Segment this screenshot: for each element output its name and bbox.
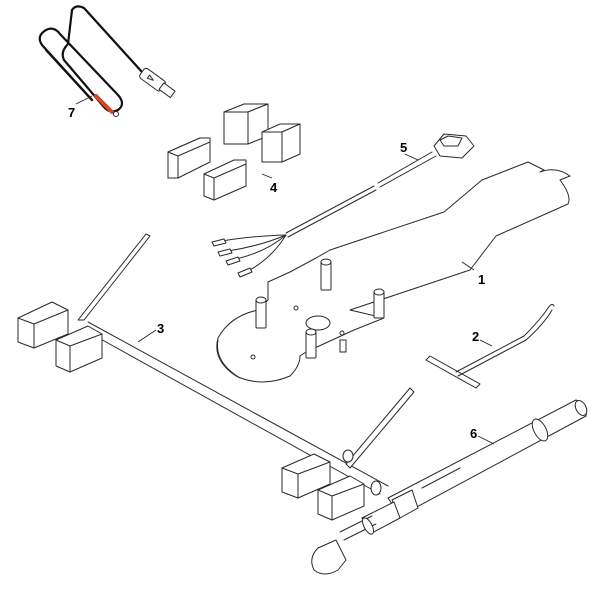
usb-cable-part[interactable] [38,5,177,117]
wire-harness-part[interactable] [211,133,475,278]
part-label-1[interactable]: 1 [478,272,486,287]
part-label-3[interactable]: 3 [157,321,165,336]
part-label-7[interactable]: 7 [68,105,76,120]
leader-line-6 [477,435,495,445]
t-handle-hook-part[interactable] [425,303,555,389]
leader-line-5 [404,153,419,161]
fork-plate-part[interactable] [216,161,571,383]
leader-line-7 [75,95,93,105]
leader-line-1 [461,261,475,271]
part-label-6[interactable]: 6 [470,426,478,441]
part-label-5[interactable]: 5 [400,140,408,155]
leader-line-4 [261,173,273,179]
leader-line-2 [479,339,493,347]
sleeve-set-part[interactable] [167,103,301,201]
leader-line-3 [137,329,157,343]
part-label-2[interactable]: 2 [472,329,480,344]
puller-tool-part[interactable] [311,399,589,575]
alignment-frame-part[interactable] [17,233,415,521]
part-label-4[interactable]: 4 [270,180,278,195]
